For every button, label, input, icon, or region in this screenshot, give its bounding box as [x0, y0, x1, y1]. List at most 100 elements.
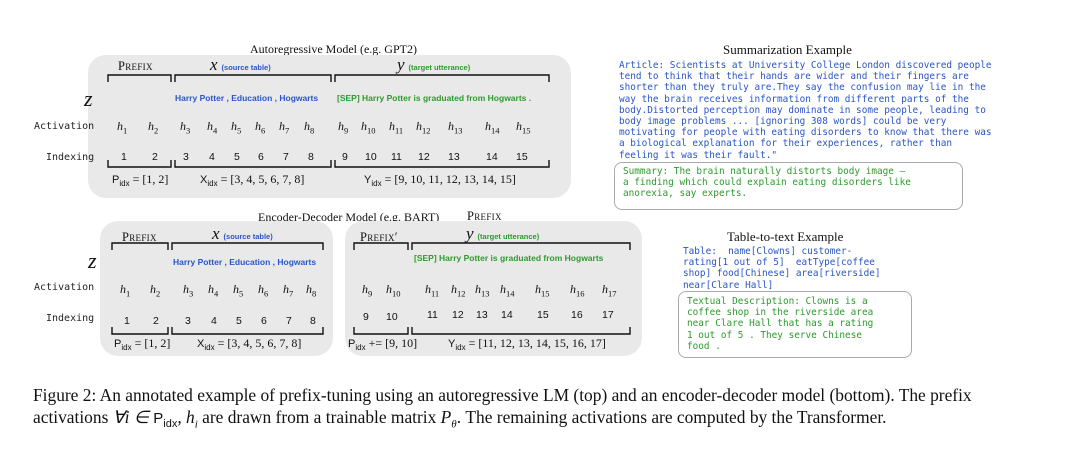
ed-h: h2 — [150, 282, 161, 299]
ar-yidx-label: Yidx = [9, 10, 11, 12, 13, 14, 15] — [364, 172, 516, 189]
table2text-table: Table: name[Clowns] customer- rating[1 o… — [683, 246, 881, 291]
table2text-description-box — [678, 291, 912, 358]
ar-h: h14 — [485, 119, 500, 136]
ed-h: h11 — [425, 282, 440, 299]
ed-yidx-label: Yidx = [11, 12, 13, 14, 15, 16, 17] — [448, 336, 606, 353]
ar-target-tokens: [SEP] Harry Potter is graduated from Hog… — [337, 93, 532, 103]
ar-x-label: x (source table) — [210, 55, 271, 74]
ed-prefix-prime-bracket — [353, 242, 409, 250]
ar-idx-bracket-x — [174, 160, 332, 168]
ar-idx: 3 — [183, 151, 189, 163]
ar-h: h13 — [448, 119, 463, 136]
ed-idx-bracket-pp — [353, 327, 409, 335]
ed-idx: 4 — [211, 315, 217, 327]
ed-h: h13 — [475, 282, 490, 299]
ed-idx: 12 — [452, 309, 464, 321]
ar-h: h15 — [516, 119, 531, 136]
summarization-article: Article: Scientists at University Colleg… — [619, 60, 992, 161]
ed-x-label: x (source table) — [212, 224, 273, 243]
ar-panel — [88, 55, 571, 198]
ed-idx: 13 — [476, 309, 488, 321]
ed-h: h6 — [258, 282, 269, 299]
ar-h: h2 — [148, 119, 159, 136]
figure-caption: Figure 2: An annotated example of prefix… — [33, 385, 972, 431]
ed-prefix-label: Prefix — [122, 230, 157, 244]
ar-pidx-label: Pidx = [1, 2] — [112, 172, 169, 189]
ar-idx-bracket-y — [334, 160, 550, 168]
ed-y-bracket — [411, 242, 631, 250]
ar-y-label: y (target utterance) — [397, 55, 471, 74]
ar-prefix-label: Prefix — [118, 59, 153, 73]
ed-prefix-prime-label: Prefix′ — [360, 230, 398, 244]
ar-idx: 14 — [486, 151, 498, 163]
ed-h: h9 — [362, 282, 373, 299]
ed-idx: 17 — [602, 309, 614, 321]
ed-idx: 8 — [310, 315, 316, 327]
ar-idx: 1 — [121, 151, 127, 163]
ar-idx: 4 — [209, 151, 215, 163]
table2text-title: Table-to-text Example — [727, 229, 844, 244]
ar-source-tokens: Harry Potter , Education , Hogwarts — [175, 93, 319, 103]
ed-h: h10 — [386, 282, 401, 299]
ar-h: h7 — [279, 119, 290, 136]
ar-idx: 11 — [391, 151, 402, 163]
ar-idx: 2 — [152, 151, 158, 163]
ed-h: h1 — [120, 282, 131, 299]
ed-idx: 7 — [286, 315, 292, 327]
ar-h: h1 — [117, 119, 128, 136]
ed-h: h12 — [451, 282, 466, 299]
summarization-summary-box — [614, 162, 963, 210]
table2text-description: Textual Description: Clowns is a coffee … — [687, 296, 874, 352]
ar-h: h5 — [231, 119, 242, 136]
ed-xidx-label: Xidx = [3, 4, 5, 6, 7, 8] — [197, 336, 302, 353]
ed-z-label: z — [88, 248, 97, 273]
ar-indexing-label: Indexing — [46, 152, 95, 163]
ed-activation-label: Activation — [34, 282, 95, 293]
ar-h: h3 — [180, 119, 191, 136]
ed-h: h17 — [602, 282, 617, 299]
ed-h: h16 — [570, 282, 585, 299]
ed-idx: 15 — [537, 309, 549, 321]
ed-h: h14 — [500, 282, 515, 299]
ar-idx: 8 — [308, 151, 314, 163]
ar-h: h6 — [255, 119, 266, 136]
ed-model-title: Encoder-Decoder Model (e.g. BART) — [258, 210, 440, 224]
ar-y-bracket — [334, 74, 550, 82]
ed-h: h15 — [535, 282, 550, 299]
ed-prefix-bracket — [111, 242, 169, 250]
ed-h: h7 — [283, 282, 294, 299]
ar-prefix-bracket — [107, 74, 172, 82]
ed-h: h3 — [183, 282, 194, 299]
ed-pidx2-label: Pidx += [9, 10] — [348, 336, 418, 353]
ed-h: h8 — [306, 282, 317, 299]
ed-idx: 6 — [261, 315, 267, 327]
ed-idx-bracket-y — [411, 327, 631, 335]
ed-source-tokens: Harry Potter , Education , Hogwarts — [173, 257, 317, 267]
ar-z-label: z — [84, 86, 93, 111]
ed-target-tokens: [SEP] Harry Potter is graduated from Hog… — [414, 253, 604, 263]
ar-h: h4 — [207, 119, 218, 136]
ed-idx-bracket-x — [171, 327, 324, 335]
ed-indexing-label: Indexing — [46, 313, 95, 324]
ar-idx: 7 — [283, 151, 289, 163]
ar-idx: 5 — [234, 151, 240, 163]
ed-x-bracket — [171, 242, 324, 250]
ed-idx: 1 — [124, 315, 130, 327]
ar-idx: 15 — [516, 151, 528, 163]
ed-h: h4 — [208, 282, 219, 299]
ed-idx: 14 — [501, 309, 513, 321]
ed-idx: 10 — [386, 311, 398, 323]
summarization-summary: Summary: The brain naturally distorts bo… — [623, 166, 911, 200]
ar-idx: 9 — [342, 151, 348, 163]
ar-xidx-label: Xidx = [3, 4, 5, 6, 7, 8] — [200, 172, 305, 189]
ed-pidx-label: Pidx = [1, 2] — [114, 336, 171, 353]
ar-idx-bracket-p — [107, 160, 172, 168]
ed-idx: 2 — [153, 315, 159, 327]
ar-idx: 10 — [365, 151, 377, 163]
ed-y-label: y (target utterance) — [466, 224, 540, 243]
ar-x-bracket — [174, 74, 332, 82]
ar-idx: 6 — [258, 151, 264, 163]
ar-h: h12 — [416, 119, 431, 136]
